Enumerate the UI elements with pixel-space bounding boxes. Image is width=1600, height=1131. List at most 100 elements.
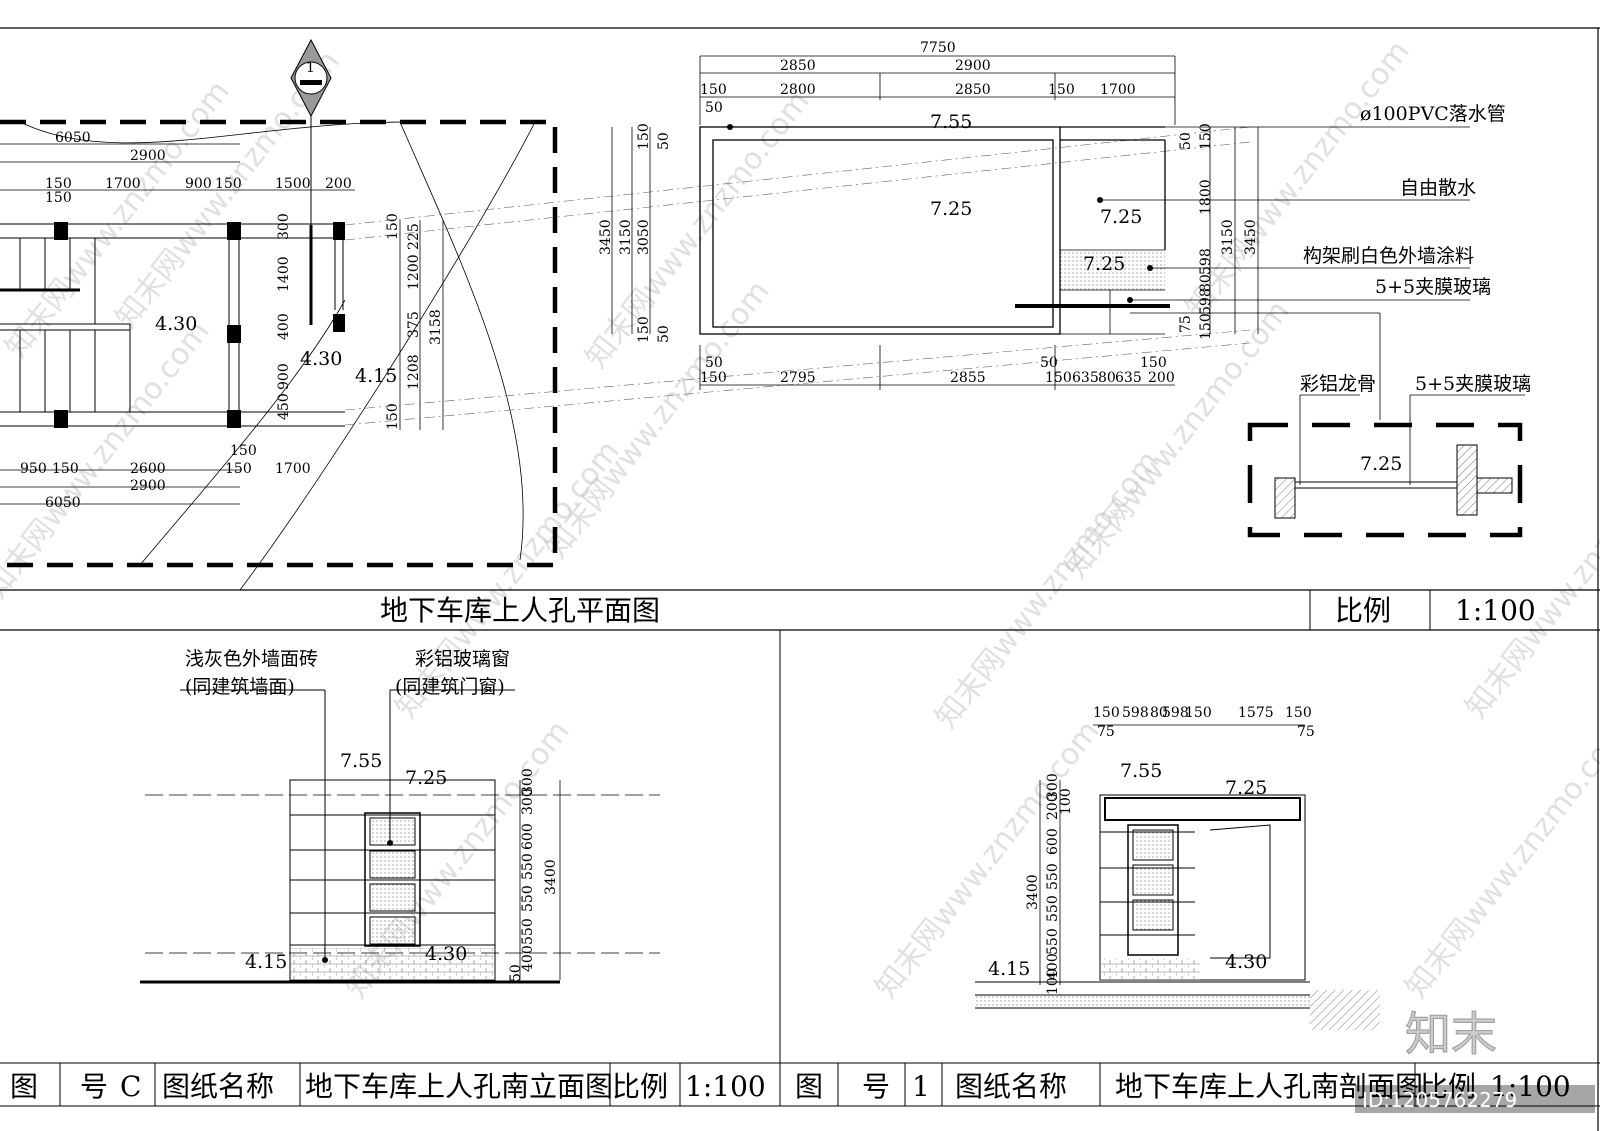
note-frame-paint: 构架刷白色外墙涂料 [1303, 245, 1474, 267]
dim-right-vert: 375 [406, 311, 422, 338]
dim-bottom-row2: 200 [1148, 370, 1175, 386]
dim-right-vert: 150 [385, 213, 401, 240]
dim-right-total: 3450 [1243, 219, 1259, 255]
level-mark: 4.30 [1225, 951, 1267, 973]
dim-row-top: 1700 [105, 176, 141, 192]
sec-dim: 550 [1045, 895, 1061, 922]
elev-label: 彩铝玻璃窗 [415, 648, 510, 670]
sec-top-dim: 598 [1162, 705, 1189, 721]
elev-dim: 50 [508, 964, 524, 982]
dim-right-vert: 1208 [406, 354, 422, 390]
south-section: 150 598 80 598 150 1575 150 75 75 7.55 7… [975, 705, 1380, 1030]
elev-scale: 1:100 [685, 1070, 766, 1103]
dim-right-total: 3158 [428, 309, 444, 345]
sec-top-dim: 1575 [1238, 705, 1274, 721]
dim-right-vert: 598 [1198, 288, 1214, 315]
elev-name-label: 图纸名称 [162, 1070, 274, 1103]
sec-dim: 100 [1045, 968, 1061, 995]
dim-b150: 150 [230, 443, 257, 459]
dim-sub-top: 2900 [130, 148, 166, 164]
dim-row1: 2850 [780, 58, 816, 74]
dim-left-small: 150 [636, 316, 652, 343]
plan-title: 地下车库上人孔平面图 [380, 594, 660, 627]
level-mark: 4.30 [425, 943, 467, 965]
sec-dim: 200 [1045, 793, 1061, 820]
elev-dim: 300 [520, 768, 536, 795]
level-mark: 7.25 [1100, 206, 1142, 228]
footer-grid [59, 1063, 1416, 1106]
elev-num: C [120, 1070, 141, 1103]
plan-scale-label: 比例 [1335, 594, 1391, 627]
dim-row2: 150 [1048, 82, 1075, 98]
sec-top-dim: 80 [1150, 705, 1168, 721]
dim-row-top: 150 [215, 176, 242, 192]
elev-fig-label: 图 [10, 1070, 38, 1103]
plan-right: 7750 2850 2900 150 2800 2850 150 1700 50… [598, 40, 1531, 538]
dim-vert: 900 [276, 363, 292, 390]
dim-right-vert: 50 [1178, 132, 1194, 150]
dim-row1: 2900 [955, 58, 991, 74]
projection-lines [344, 126, 1251, 426]
dim-vert: 450 [276, 393, 292, 420]
dim-left-small: 50 [656, 132, 672, 150]
dim-bottom-row2: 2855 [950, 370, 986, 386]
sec-top-dim: 150 [1093, 705, 1120, 721]
elev-label: 浅灰色外墙面砖 [185, 648, 318, 670]
sec-dim: 100 [1058, 788, 1074, 815]
dim-vert: 1400 [276, 256, 292, 292]
sec-dim-total: 3400 [1025, 874, 1041, 910]
sec-dim: 600 [1045, 828, 1061, 855]
level-mark: 7.25 [1083, 253, 1125, 275]
elev-scale-label: 比例 [612, 1070, 668, 1103]
sec-dim: 400 [1045, 953, 1061, 980]
dim-right-vert: 150 [1198, 313, 1214, 340]
detail-level: 7.25 [1360, 453, 1402, 475]
dim-left-vert: 3050 [636, 219, 652, 255]
sec-top-dim: 150 [1185, 705, 1212, 721]
dim-vert: 300 [276, 213, 292, 240]
elev-dim: 400 [520, 945, 536, 972]
dim-row-bottom: 950 [20, 461, 47, 477]
sec-dim: 300 [1045, 773, 1061, 800]
elev-dim: 300 [520, 788, 536, 815]
level-mark: 7.25 [1225, 777, 1267, 799]
level-mark: 7.55 [930, 111, 972, 133]
dim-row-top: 200 [325, 176, 352, 192]
dim-bottom-row1: 150 [1140, 355, 1167, 371]
sec-fig-label: 图 [795, 1070, 823, 1103]
dim-right-vert: 1800 [1198, 179, 1214, 215]
sec-dim: 550 [1045, 928, 1061, 955]
level-mark: 4.15 [355, 365, 397, 387]
dim-row2: 2850 [955, 82, 991, 98]
id-banner [1355, 1085, 1595, 1113]
dim-right-vert: 150 [1198, 123, 1214, 150]
elev-label: (同建筑门窗) [395, 676, 505, 698]
detail-label-left: 彩铝龙骨 [1300, 373, 1376, 395]
sec-scale-label: 比例 [1420, 1070, 1476, 1103]
section-marker-number: 1 [306, 60, 315, 76]
elev-dim-total: 3400 [543, 859, 559, 895]
dim-row2: 150 [700, 82, 727, 98]
elev-dim: 600 [520, 823, 536, 850]
dim-right-vert: 80 [1198, 274, 1214, 292]
sec-name: 地下车库上人孔南剖面图 [1115, 1070, 1423, 1103]
dim-row-bottom: 2600 [130, 461, 166, 477]
dim-row-top: 1500 [275, 176, 311, 192]
dim-total-top: 6050 [55, 130, 91, 146]
level-mark: 4.15 [245, 951, 287, 973]
dim-right-vert: 75 [1178, 315, 1194, 333]
elev-label: (同建筑墙面) [185, 676, 295, 698]
elev-num-label: 号 [80, 1070, 108, 1103]
sec-dim: 550 [1045, 863, 1061, 890]
sheet-frame [0, 27, 1600, 1131]
dim-row-bottom: 150 [52, 461, 79, 477]
watermark-text: 知末网www.znzmo.com [1399, 714, 1600, 1005]
dim-vert: 400 [276, 313, 292, 340]
glass-detail: 彩铝龙骨 5+5夹膜玻璃 7.25 [1247, 373, 1531, 538]
sec-top-small: 75 [1097, 724, 1115, 740]
dim-bottom-row2: 2795 [780, 370, 816, 386]
sec-name-label: 图纸名称 [955, 1070, 1067, 1103]
dim-row2: 1700 [1100, 82, 1136, 98]
sec-top-dim: 150 [1285, 705, 1312, 721]
watermark-text: 知末网www.znzmo.com [579, 84, 817, 375]
